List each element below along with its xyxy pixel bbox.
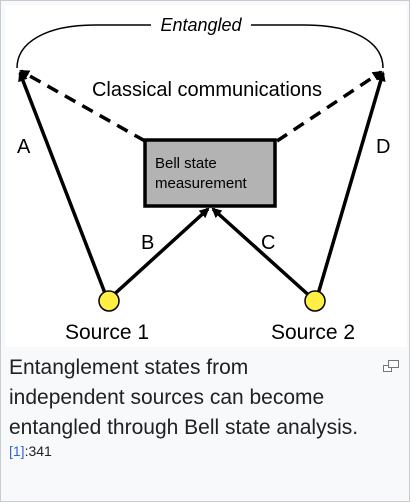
box-label-line1: Bell state [155,155,217,172]
source-2-dot [304,290,326,312]
entangled-label: Entangled [160,15,242,35]
caption-reference: [1]:341 [9,443,52,459]
figure-thumbnail: Entangled Classical communications Bell … [0,0,410,502]
caption-text: Entanglement states from independent sou… [9,356,359,439]
classical-arrow-right [276,70,383,143]
source-1-dot [98,290,120,312]
channel-d-label: D [376,136,390,158]
entanglement-swapping-diagram: Entangled Classical communications Bell … [16,15,390,344]
figure-image[interactable]: Entangled Classical communications Bell … [5,5,407,347]
channel-c-arrow [211,207,315,301]
channel-a-label: A [17,136,31,158]
source-2-label: Source 2 [271,321,355,344]
entangled-brace [16,24,384,69]
citation-page: :341 [24,443,52,459]
channel-a-arrow [18,71,110,302]
source-1-label: Source 1 [65,321,149,344]
figure-caption: Entanglement states from independent sou… [9,353,369,473]
channel-b-arrow [107,207,210,301]
enlarge-icon[interactable] [383,359,399,372]
channel-c-label: C [261,232,275,254]
channel-d-arrow [314,71,386,302]
enlarge-icon-glyph [383,360,399,372]
channel-b-label: B [141,232,154,254]
bell-state-measurement-box [143,138,277,208]
classical-communications-label: Classical communications [92,79,322,101]
box-label-line2: measurement [155,175,248,192]
citation-link[interactable]: [1] [9,443,25,459]
classical-arrow-left [19,69,146,143]
